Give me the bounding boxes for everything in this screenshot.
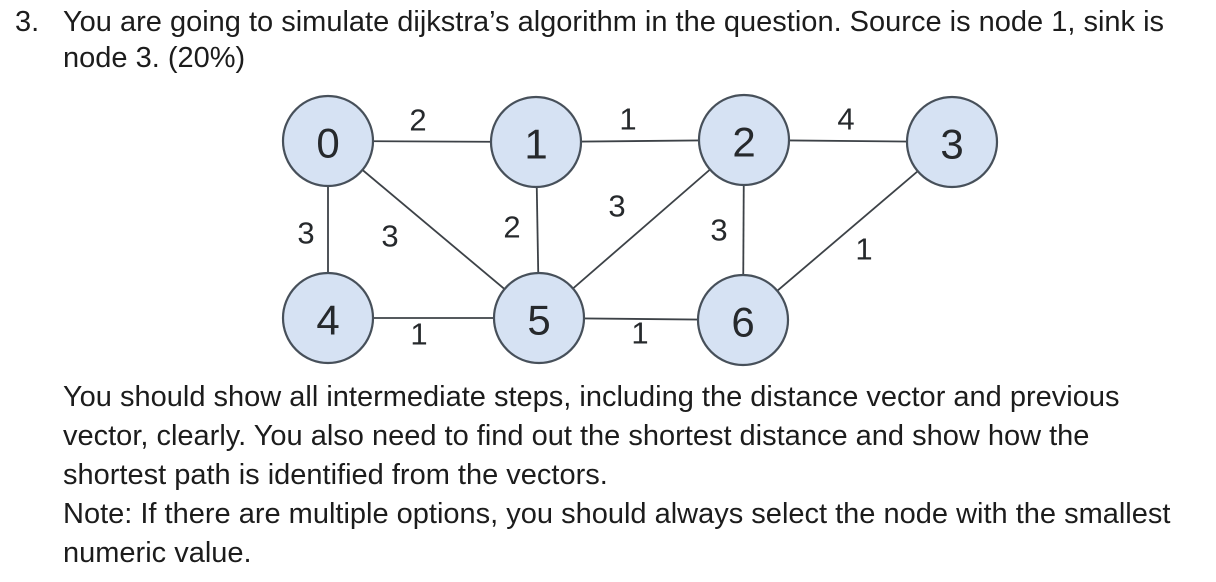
graph-node-2 bbox=[697, 93, 791, 187]
graph-edge-6-3 bbox=[742, 141, 953, 321]
edge-weight-2-6: 3 bbox=[710, 213, 727, 248]
instructions-block: You should show all intermediate steps, … bbox=[63, 378, 1170, 573]
edge-weight-1-5: 2 bbox=[503, 210, 520, 245]
instructions-line-5: numeric value. bbox=[63, 537, 252, 569]
question-line-2: node 3. (20%) bbox=[63, 42, 246, 74]
graph-node-label-5: 5 bbox=[527, 297, 550, 344]
graph-node-label-4: 4 bbox=[316, 297, 339, 344]
edge-weight-0-5: 3 bbox=[381, 219, 398, 254]
graph-node-label-6: 6 bbox=[731, 299, 754, 346]
edge-weight-0-4: 3 bbox=[297, 216, 314, 251]
graph-node-6 bbox=[696, 273, 790, 367]
edge-weight-0-1: 2 bbox=[409, 103, 426, 138]
graph-edge-2-6 bbox=[742, 139, 745, 321]
question-line-1: You are going to simulate dijkstra’s alg… bbox=[63, 6, 1165, 38]
instructions-line-4: Note: If there are multiple options, you… bbox=[63, 498, 1171, 530]
instructions-line-3: shortest path is identified from the vec… bbox=[63, 459, 608, 491]
graph-node-label-2: 2 bbox=[732, 119, 755, 166]
graph-edge-1-2 bbox=[535, 139, 745, 143]
graph-node-3 bbox=[905, 95, 999, 189]
question-number: 3. bbox=[15, 6, 40, 38]
graph-edge-1-5 bbox=[535, 141, 540, 319]
graph-node-label-0: 0 bbox=[316, 120, 339, 167]
graph-node-label-3: 3 bbox=[940, 121, 963, 168]
graph-edge-5-2 bbox=[538, 139, 745, 319]
graph-edge-5-6 bbox=[538, 317, 744, 321]
question-text: You are going to simulate dijkstra’s alg… bbox=[63, 4, 1164, 76]
graph-edge-0-1 bbox=[327, 140, 537, 143]
edge-weight-5-2: 3 bbox=[608, 189, 625, 224]
graph-node-4 bbox=[281, 271, 375, 365]
edge-weight-1-2: 1 bbox=[619, 102, 636, 137]
graph-node-1 bbox=[489, 95, 583, 189]
edge-weight-6-3: 1 bbox=[855, 232, 872, 267]
graph-node-0 bbox=[281, 94, 375, 188]
edge-weight-2-3: 4 bbox=[837, 102, 854, 137]
instructions-line-1: You should show all intermediate steps, … bbox=[63, 381, 1120, 413]
edge-weight-5-6: 1 bbox=[631, 316, 648, 351]
question-block: 3. You are going to simulate dijkstra’s … bbox=[15, 4, 1164, 76]
graph-node-label-1: 1 bbox=[524, 121, 547, 168]
graph-edge-2-3 bbox=[743, 139, 953, 143]
graph-edge-0-5 bbox=[327, 140, 540, 319]
graph-node-5 bbox=[492, 271, 586, 365]
edge-weight-4-5: 1 bbox=[410, 317, 427, 352]
instructions-line-2: vector, clearly. You also need to find o… bbox=[63, 420, 1090, 452]
